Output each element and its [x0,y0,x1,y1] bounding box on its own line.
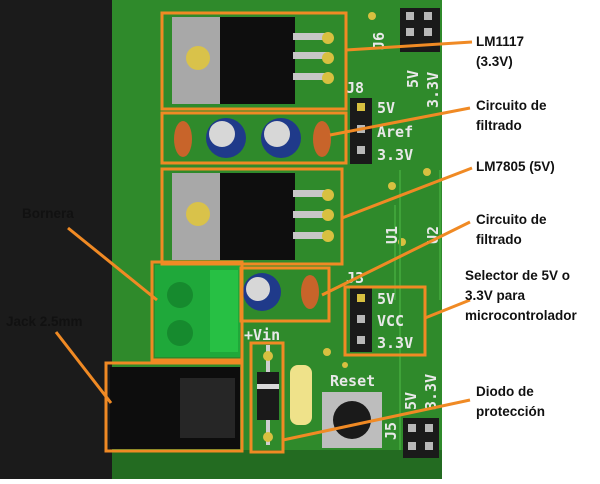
label-lm1117-line2: (3.3V) [476,54,513,69]
label-filter-2-line1: Circuito de [476,212,547,227]
filter-circuit-1 [174,118,331,158]
box-filter-1 [160,111,348,165]
box-jack [104,361,244,453]
box-lm1117 [160,11,348,111]
header-j3 [350,288,372,352]
silk-j3-vcc: VCC [377,312,404,330]
label-filter-1: Circuito de filtrado [476,96,547,136]
label-selector-line1: Selector de 5V o [465,268,571,283]
silk-reset: Reset [330,372,375,390]
label-lm1117-line1: LM1117 [476,34,525,49]
label-lm7805: LM7805 (5V) [476,159,555,174]
silk-j8: J8 [346,79,364,97]
reset-button [322,392,382,448]
protection-diode [257,345,279,445]
label-diodo: Diodo de protección [476,382,545,422]
label-bornera: Bornera [22,206,74,221]
terminal-block [155,265,240,357]
box-diode [249,341,285,454]
label-filter-2: Circuito de filtrado [476,210,547,250]
silk-j3-5v: 5V [377,290,395,308]
label-selector-line2: 3.3V para [465,288,526,303]
silk-u1: U1 [383,226,401,244]
silk-j3-3v3: 3.3V [377,334,413,352]
box-bornera [150,260,244,362]
label-diodo-line1: Diodo de [476,384,534,399]
label-filter-1-line1: Circuito de [476,98,547,113]
label-selector-line3: microcontrolador [465,308,577,323]
lm7805-regulator [172,173,334,260]
label-filter-1-line2: filtrado [476,118,522,133]
vias [323,12,431,368]
label-selector: Selector de 5V o 3.3V para microcontrola… [465,266,577,326]
silk-j5: J5 [382,422,400,440]
silk-j6-5v: 5V [404,70,422,88]
resistor [290,365,312,425]
label-jack: Jack 2.5mm [6,314,83,329]
box-selector [343,285,427,357]
lm1117-regulator [172,17,334,104]
header-j5 [403,418,439,458]
silk-j8-5v: 5V [377,99,395,117]
silk-j6: J6 [370,32,388,50]
silk-j6-3v3: 3.3V [424,72,442,108]
label-diodo-line2: protección [476,404,546,419]
silk-j8-aref: Aref [377,123,413,141]
leader-lines [54,40,473,442]
label-filter-2-line2: filtrado [476,232,522,247]
silk-vin: +Vin [244,326,280,344]
silk-j5-3v3: 3.3V [422,374,440,410]
silk-j8-3v3: 3.3V [377,146,413,164]
filter-circuit-2 [243,273,319,311]
label-lm1117: LM1117 (3.3V) [476,32,524,72]
dc-jack [110,367,240,449]
silk-j5-5v: 5V [402,392,420,410]
